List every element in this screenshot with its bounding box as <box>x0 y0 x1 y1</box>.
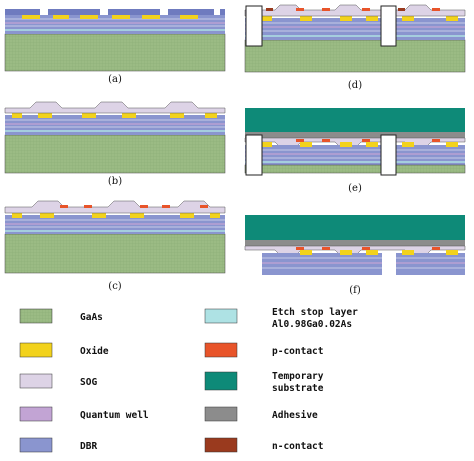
panel-a: (a) <box>4 8 226 85</box>
legend-swatch <box>204 437 238 453</box>
p-contact <box>296 139 440 142</box>
trench <box>245 5 397 47</box>
legend-item-temporary-substrate: Temporary substrate <box>204 371 324 394</box>
panel-label: (f) <box>349 285 361 296</box>
adhesive-layer <box>245 240 465 246</box>
legend-item-n-contact: n-contact <box>204 437 323 453</box>
sog-layer <box>4 200 226 214</box>
legend-label: DBR <box>80 441 97 452</box>
legend-label: substrate <box>272 383 324 394</box>
legend-swatch <box>19 437 53 453</box>
legend-swatch <box>204 342 238 358</box>
legend-item-adhesive: Adhesive <box>204 406 318 422</box>
legend-label: Temporary <box>272 371 324 382</box>
temporary-substrate <box>245 108 465 132</box>
legend-label: SOG <box>80 377 97 388</box>
panel-b: (b) <box>4 101 226 187</box>
legend-swatch <box>204 308 238 324</box>
adhesive-layer <box>245 132 465 138</box>
legend-label: Etch stop layer <box>272 307 358 318</box>
legend-item-etch-stop: Etch stop layer Al0.98Ga0.02As <box>204 307 358 330</box>
n-contact <box>266 8 405 11</box>
panel-label: (e) <box>348 183 362 194</box>
oxide-layer <box>300 250 458 255</box>
panel-d: (d) <box>244 4 466 91</box>
legend-swatch <box>19 308 53 324</box>
oxide-layer <box>262 16 458 21</box>
gaas-substrate <box>244 39 466 73</box>
legend-label: Adhesive <box>272 410 318 421</box>
oxide-layer <box>22 14 198 19</box>
legend-item-gaas: GaAs <box>19 308 103 324</box>
panel-f: (f) <box>244 215 466 296</box>
legend-label: Quantum well <box>80 410 149 421</box>
legend-label: GaAs <box>80 312 103 323</box>
dbr-stack <box>5 215 225 234</box>
panel-label: (b) <box>108 176 122 187</box>
panel-label: (a) <box>108 74 122 85</box>
gaas-substrate <box>4 233 226 274</box>
legend-swatch <box>204 406 238 422</box>
dbr-stack <box>5 115 225 135</box>
legend: GaAs Oxide SOG Quantum well DBR Etch sto… <box>19 307 358 453</box>
legend-label: Oxide <box>80 346 109 357</box>
gaas-substrate <box>4 134 226 174</box>
p-contact <box>296 247 440 250</box>
oxide-layer <box>12 213 220 218</box>
dbr-stack <box>245 18 465 40</box>
oxide-layer <box>262 142 458 147</box>
legend-label: Al0.98Ga0.02As <box>272 319 352 330</box>
gaas-substrate <box>244 164 466 174</box>
trench <box>245 134 397 176</box>
legend-label: p-contact <box>272 346 323 357</box>
dbr-stack <box>262 253 465 275</box>
legend-item-oxide: Oxide <box>19 342 109 358</box>
legend-item-quantum-well: Quantum well <box>19 406 149 422</box>
legend-swatch <box>19 406 53 422</box>
sog-layer <box>244 4 466 17</box>
mesa-gaps <box>40 8 220 15</box>
dbr-stack <box>245 145 465 165</box>
legend-label: n-contact <box>272 441 323 452</box>
legend-swatch <box>19 342 53 358</box>
legend-swatch <box>19 373 53 389</box>
legend-item-p-contact: p-contact <box>204 342 323 358</box>
p-contact <box>296 8 440 11</box>
oxide-layer <box>12 113 217 118</box>
panel-label: (d) <box>348 80 362 91</box>
legend-swatch <box>204 371 238 391</box>
dbr-stack <box>5 15 225 34</box>
temporary-substrate <box>245 215 465 240</box>
panel-c: (c) <box>4 200 226 292</box>
legend-item-sog: SOG <box>19 373 97 389</box>
p-contact <box>60 205 208 208</box>
panel-label: (c) <box>108 281 122 292</box>
panel-e: (e) <box>244 108 466 194</box>
gaas-substrate <box>4 33 226 72</box>
legend-item-dbr: DBR <box>19 437 97 453</box>
mesa-top <box>5 9 225 15</box>
sog-layer <box>4 101 226 114</box>
